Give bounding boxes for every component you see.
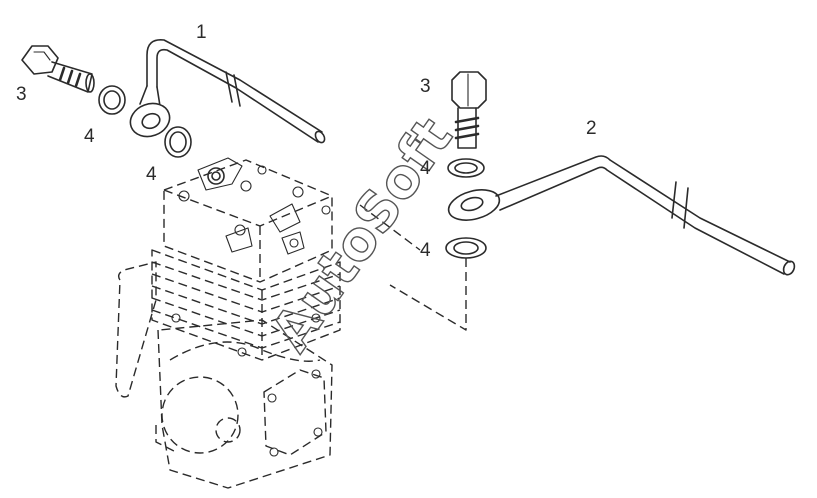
- banjo-bolt-left: [21, 45, 95, 93]
- callout-1: 1: [196, 22, 207, 43]
- callout-4-left-a: 4: [84, 126, 95, 147]
- pipe-2: [447, 155, 796, 276]
- washers-left: [98, 85, 192, 158]
- watermark: AutoSoft: [258, 106, 465, 363]
- banjo-bolt-right: [451, 71, 487, 149]
- callout-2: 2: [586, 118, 597, 139]
- callout-4-right-a: 4: [420, 158, 431, 179]
- callout-4-left-b: 4: [146, 164, 157, 185]
- callout-3-right: 3: [420, 76, 431, 97]
- callout-4-right-b: 4: [420, 240, 431, 261]
- pipe-1: [129, 38, 326, 144]
- assembly-lines: [359, 204, 467, 331]
- watermark-text: AutoSoft: [259, 106, 465, 362]
- compressor: [115, 157, 341, 489]
- callout-3-left: 3: [16, 84, 27, 105]
